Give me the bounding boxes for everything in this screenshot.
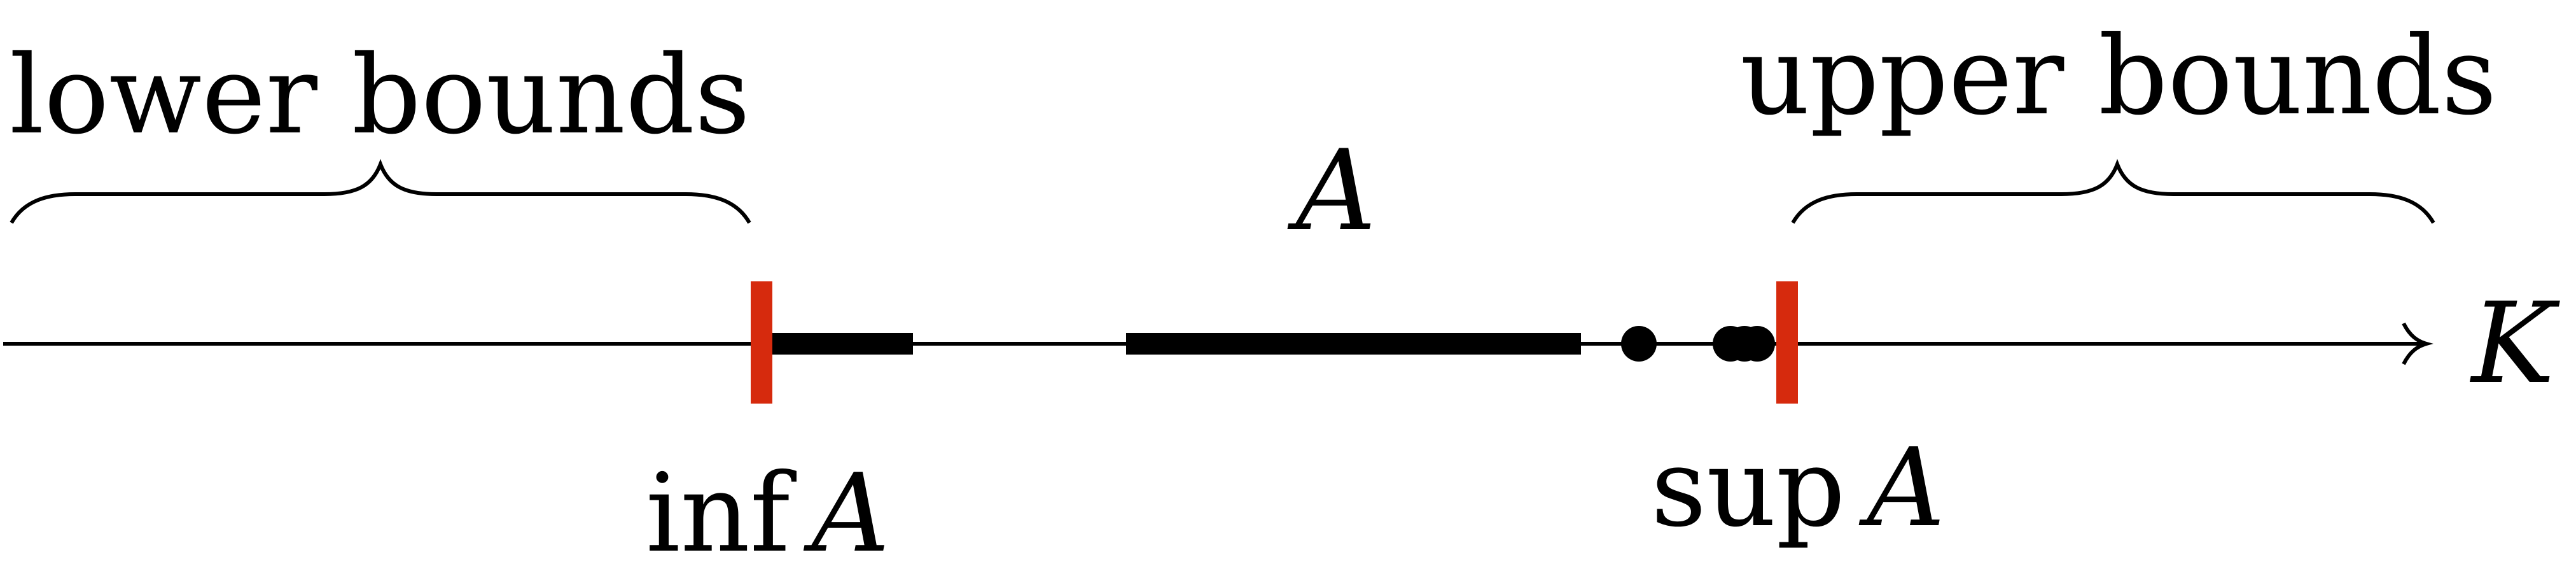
set-label: A [1287, 127, 1376, 256]
lower-bounds-label: lower bounds [10, 32, 750, 159]
sup-set: A [1859, 425, 1946, 551]
set-segment-2 [1126, 333, 1581, 355]
arrow-head-icon [2402, 322, 2433, 365]
upper-bounds-brace-icon [1791, 159, 2435, 224]
lower-bounds-brace-icon [10, 159, 751, 224]
set-point-1 [1621, 326, 1657, 362]
inf-word: inf [646, 451, 797, 577]
sup-marker [1776, 281, 1798, 404]
axis-label: K [2470, 279, 2561, 409]
inf-set: A [804, 451, 890, 577]
set-point-4 [1739, 326, 1775, 362]
inf-marker [751, 281, 772, 404]
set-segment-1 [763, 333, 913, 355]
upper-bounds-label: upper bounds [1740, 13, 2496, 139]
sup-word: sup [1651, 425, 1846, 551]
